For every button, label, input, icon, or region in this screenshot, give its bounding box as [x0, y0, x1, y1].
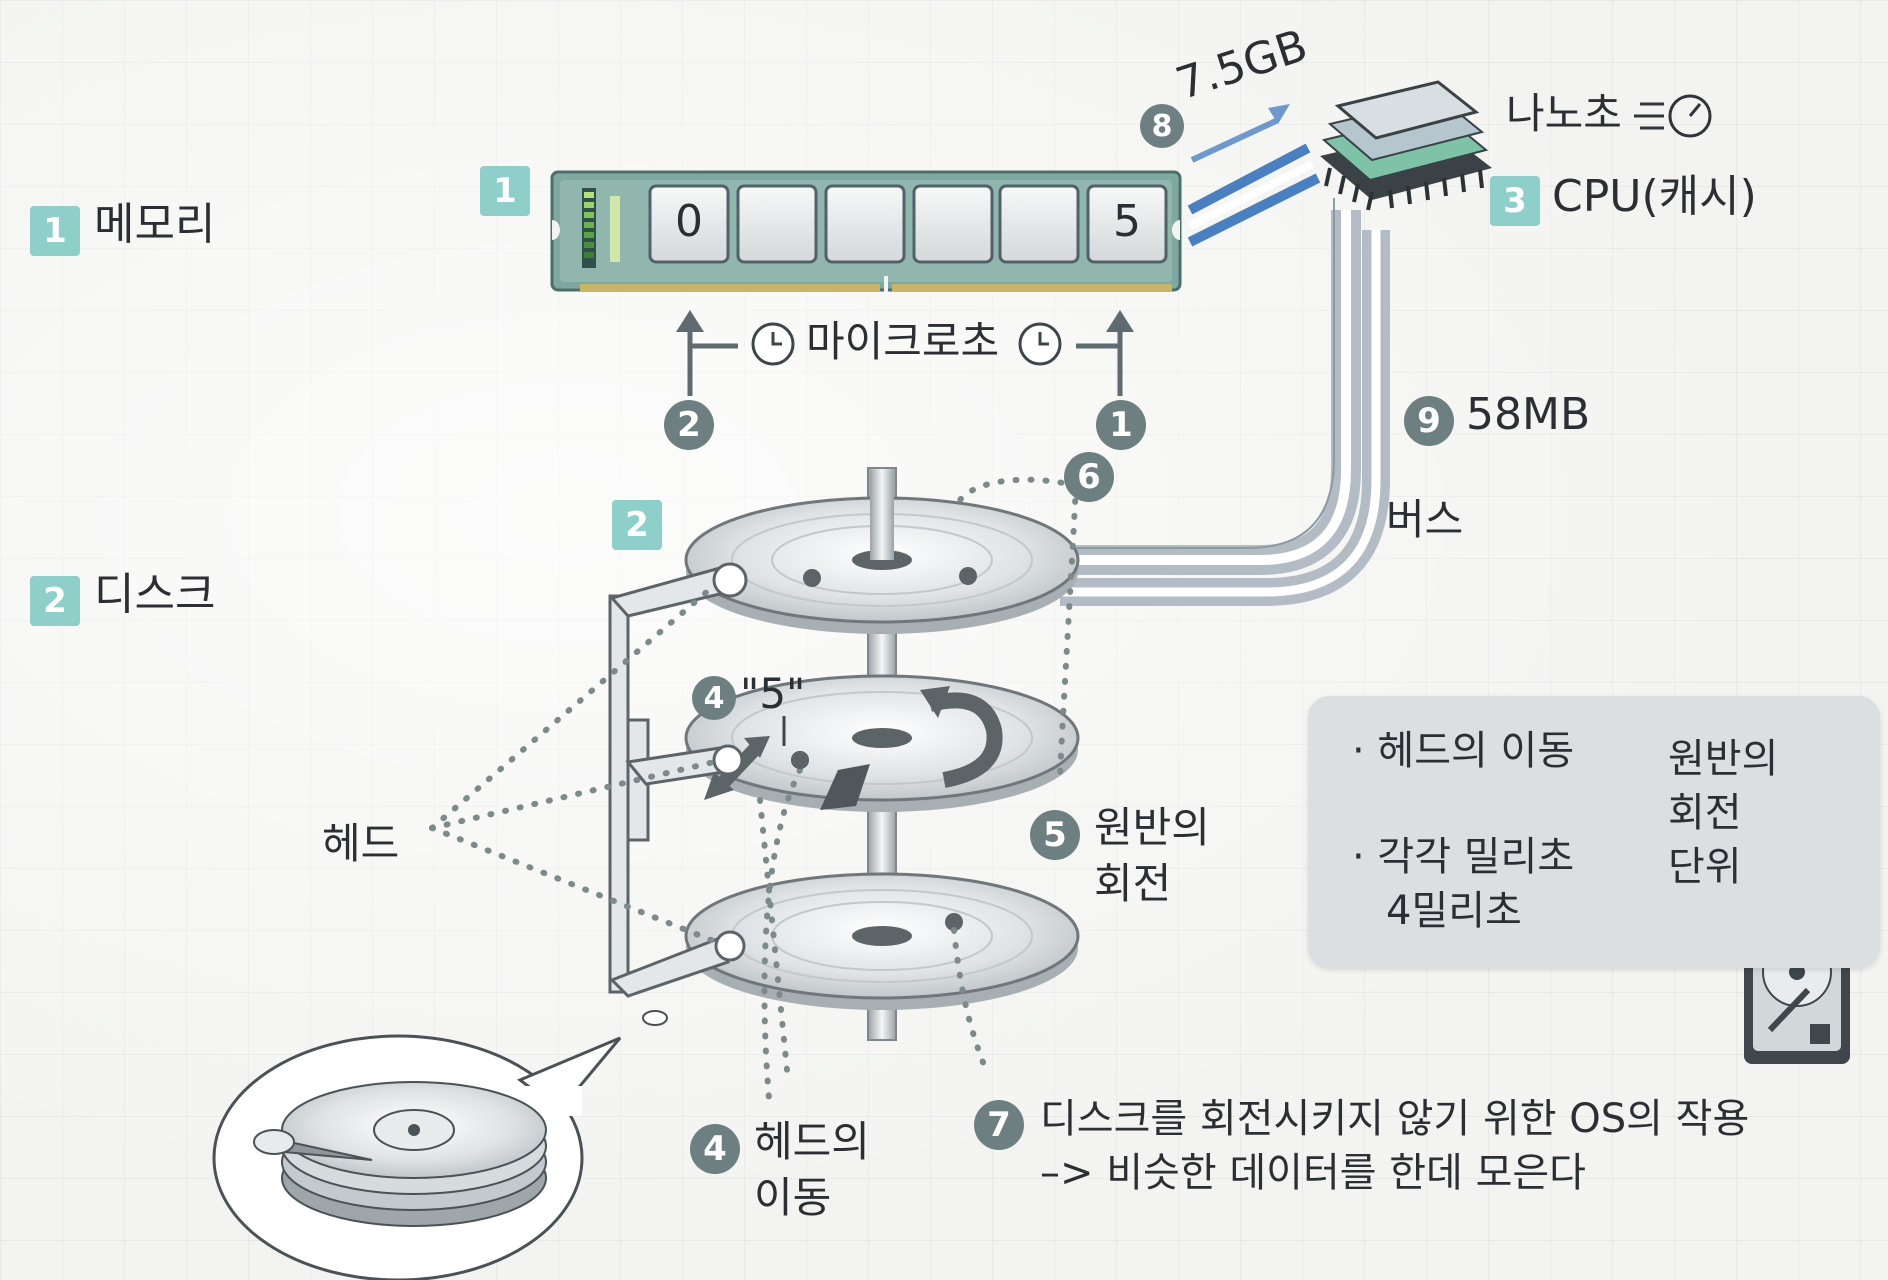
- memory-slot: [824, 184, 906, 264]
- disk-icon: [253, 1081, 547, 1227]
- info-item-milliseconds: · 각각 밀리초: [1352, 834, 1575, 880]
- microseconds-label: 마이크로초: [806, 317, 1000, 366]
- memory-slot: [912, 184, 994, 264]
- bus-size-label: 58MB: [1466, 389, 1591, 440]
- disk-stack: [684, 467, 1080, 1041]
- actuator-arm: [608, 562, 748, 998]
- step-4-marker-top: 4: [692, 676, 736, 720]
- info-item-head-move: · 헤드의 이동: [1352, 728, 1575, 774]
- rotation-label-line1: 원반의: [1094, 803, 1210, 852]
- memory-led-bars: [582, 188, 620, 268]
- cpu-speed-label: 나노초: [1506, 89, 1622, 138]
- disk-legend-label: 디스크: [94, 569, 216, 620]
- memory-slot: [736, 184, 818, 264]
- memory-module-tag: 1: [480, 166, 530, 216]
- memory-slot: [998, 184, 1080, 264]
- memory-slot: [1086, 184, 1168, 264]
- memory-cpu-bus: [1187, 104, 1321, 247]
- step-9-marker: 9: [1404, 396, 1454, 446]
- microsecond-arrows: [676, 310, 1134, 396]
- step-8-marker: 8: [1140, 104, 1184, 148]
- step-2-marker: 2: [664, 400, 714, 450]
- os-note-line1: 디스크를 회전시키지 않기 위한 OS의 작용: [1040, 1096, 1750, 1142]
- memory-slot: [648, 184, 730, 264]
- info-right-line2: 회전: [1668, 790, 1742, 836]
- disk-callout-bubble: [212, 1010, 668, 1280]
- info-right-line1: 원반의: [1668, 736, 1779, 782]
- step-5-marker: 5: [1030, 810, 1080, 860]
- info-box: [1308, 696, 1880, 968]
- info-item-4ms: 4밀리초: [1386, 888, 1522, 934]
- cpu-number: 3: [1490, 176, 1540, 226]
- dotted-connectors: [429, 476, 1079, 1113]
- memory-module: [550, 170, 1182, 292]
- disk-tag: 2: [612, 500, 662, 550]
- head-label: 헤드: [322, 819, 400, 868]
- cpu-disk-bus: [1048, 198, 1390, 606]
- speed-gauge-icon: [1634, 94, 1712, 138]
- bus-label: 버스: [1386, 495, 1464, 544]
- step-1-marker: 1: [1096, 400, 1146, 450]
- memory-legend-number: 1: [30, 206, 80, 256]
- value-five-label: "5": [740, 669, 806, 718]
- clock-icon: [751, 322, 795, 366]
- step-7-marker: 7: [974, 1100, 1024, 1150]
- os-note-line2: –> 비슷한 데이터를 한데 모은다: [1040, 1150, 1586, 1196]
- cpu-chip: [1320, 80, 1492, 211]
- clock-icon: [1018, 322, 1062, 366]
- info-right-line3: 단위: [1668, 844, 1742, 890]
- step-4-marker: 4: [690, 1124, 740, 1174]
- memory-slot-value: 0: [675, 196, 703, 247]
- memory-slot-value: 5: [1113, 196, 1141, 247]
- head-move-label-line2: 이동: [754, 1173, 832, 1222]
- head-move-label-line1: 헤드의: [754, 1117, 870, 1166]
- disk-legend-number: 2: [30, 576, 80, 626]
- cpu-label: CPU(캐시): [1552, 171, 1757, 222]
- rotation-label-line2: 회전: [1094, 859, 1172, 908]
- step-6-marker: 6: [1064, 452, 1114, 502]
- memory-legend-label: 메모리: [94, 199, 216, 250]
